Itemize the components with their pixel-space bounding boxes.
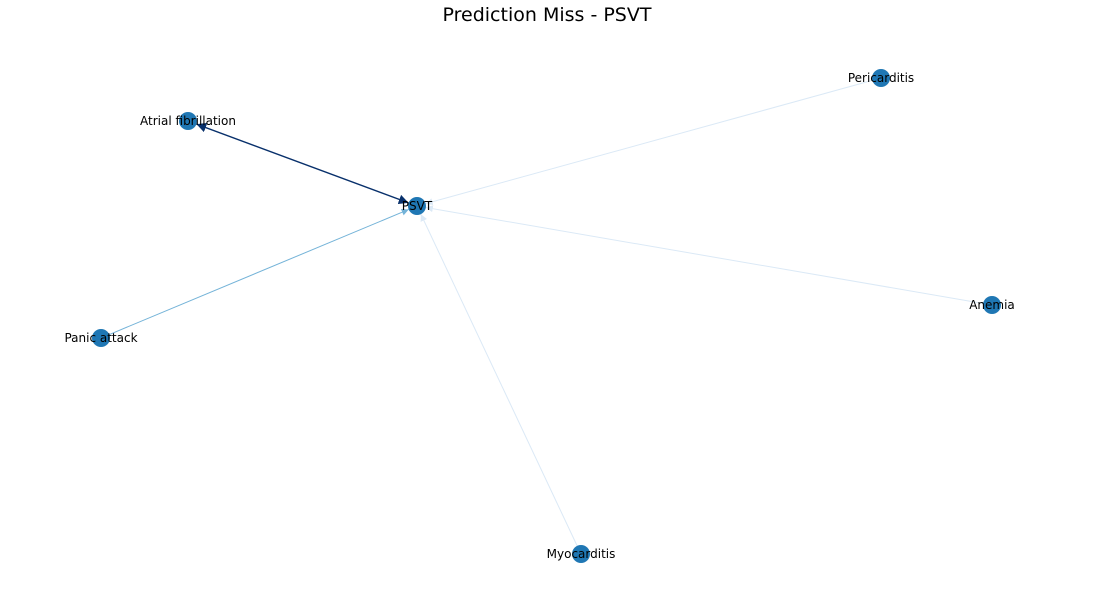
edge-panic-psvt — [109, 208, 409, 335]
node-anemia — [983, 296, 1001, 314]
page-title: Prediction Miss - PSVT — [442, 4, 652, 26]
edge-myocarditis-psvt — [420, 213, 578, 547]
node-label-anemia: Anemia — [969, 298, 1015, 312]
node-label-psvt: PSVT — [402, 199, 433, 213]
node-myocarditis — [572, 545, 590, 563]
node-panic — [92, 329, 110, 347]
node-label-myocarditis: Myocarditis — [547, 547, 616, 561]
node-afib — [179, 112, 197, 130]
edge-anemia-psvt — [425, 205, 984, 304]
node-label-afib: Atrial fibrillation — [140, 114, 236, 128]
node-pericarditis — [872, 69, 890, 87]
node-psvt — [408, 197, 426, 215]
edge-pericarditis-psvt — [425, 79, 873, 206]
node-label-panic: Panic attack — [64, 331, 137, 345]
node-label-pericarditis: Pericarditis — [848, 71, 914, 85]
edge-afib-psvt — [196, 122, 409, 205]
